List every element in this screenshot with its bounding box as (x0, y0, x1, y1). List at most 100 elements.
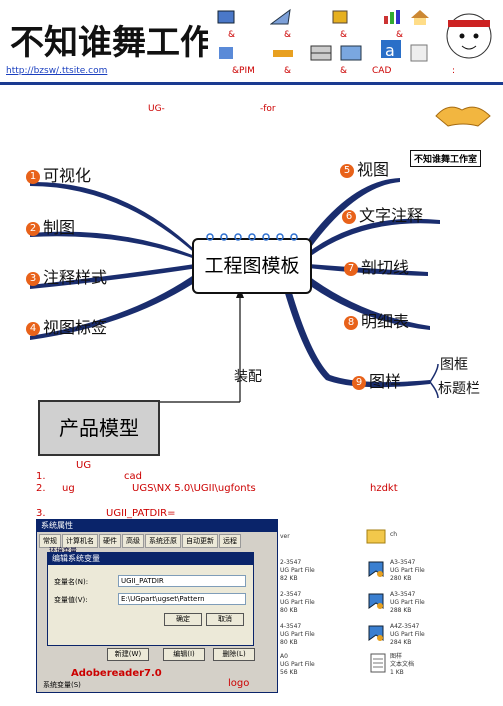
ug-part-file-icon (368, 593, 384, 609)
file-type: UG Part File (390, 631, 425, 638)
product-model-box: 产品模型 (38, 400, 160, 456)
amp-mark: &PIM (232, 66, 255, 76)
amp-mark: & (396, 30, 404, 40)
font-path-text: UGS\NX 5.0\UGII\ugfonts (132, 483, 256, 494)
file-size: 280 KB (390, 575, 412, 582)
node-number: 6 (342, 210, 356, 224)
node-label: 视图 (357, 160, 390, 179)
step-text: hzdkt (370, 483, 398, 494)
folder-name[interactable]: ch (390, 531, 398, 538)
colon-mark: : (452, 66, 456, 76)
ok-button[interactable]: 确定 (164, 613, 202, 626)
tab-hardware[interactable]: 硬件 (99, 534, 121, 548)
logo-note: logo (228, 678, 250, 689)
tab-auto-update[interactable]: 自动更新 (182, 534, 218, 548)
dialog-titlebar: 系统属性 (37, 520, 277, 532)
document-icon (410, 44, 428, 62)
file-type: UG Part File (390, 567, 425, 574)
file-name: A0 (280, 653, 288, 660)
file-size: 56 KB (280, 669, 298, 676)
header-rule (0, 82, 503, 85)
amp-mark: & (284, 66, 292, 76)
amp-mark: & (340, 30, 348, 40)
file-type: UG Part File (280, 631, 315, 638)
mindmap-subnode-title-block: 标题栏 (438, 381, 480, 397)
node-number: 9 (352, 376, 366, 390)
edit-button[interactable]: 编辑(I) (163, 648, 205, 661)
ug-part-file-icon (368, 625, 384, 641)
node-label: 视图标签 (43, 318, 108, 337)
step-text: cad (124, 471, 142, 482)
svg-text:不知谁舞工作室: 不知谁舞工作室 (10, 23, 208, 63)
cube-icon (332, 10, 348, 24)
tab-computer-name[interactable]: 计算机名 (62, 534, 98, 548)
file-type: UG Part File (280, 661, 315, 668)
overlay-red-text: Adobereader7.0 (71, 668, 162, 679)
file-size: 284 KB (390, 639, 412, 646)
delete-button[interactable]: 删除(L) (213, 648, 255, 661)
file-name: A3-3547 (390, 591, 416, 598)
tab-remote[interactable]: 远程 (219, 534, 241, 548)
file-type: 文本文档 (390, 661, 415, 668)
step-number: 2. (36, 483, 46, 494)
svg-text:a: a (385, 41, 395, 58)
file-size: 80 KB (280, 639, 298, 646)
env-vars-title: 环境变量 (49, 547, 77, 555)
ruler-icon (273, 50, 293, 57)
file-name: 2-3547 (280, 591, 302, 598)
subtitle-right: -for (260, 104, 276, 114)
var-name-input[interactable]: UGII_PATDIR (118, 575, 246, 587)
node-label: 剖切线 (361, 258, 410, 277)
node-number: 8 (344, 316, 358, 330)
studio-badge: 不知谁舞工作室 (410, 150, 482, 167)
file-size: 1 KB (390, 669, 404, 676)
file-type: UG Part File (390, 599, 425, 606)
file-size: 82 KB (280, 575, 298, 582)
mindmap-branches (30, 178, 440, 403)
node-label: 图样 (369, 372, 402, 391)
box-icon (217, 10, 235, 24)
letter-a-icon: a (381, 40, 401, 58)
node-number: 4 (26, 322, 40, 336)
node-label: 明细表 (361, 312, 410, 331)
node-number: 2 (26, 222, 40, 236)
var-value-input[interactable]: E:\UGpart\ugset\Pattern (118, 593, 246, 605)
cartoon-avatar-icon (446, 13, 492, 59)
new-button[interactable]: 新建(W) (107, 648, 149, 661)
amp-mark: & (228, 30, 236, 40)
edit-system-variable-dialog: 编辑系统变量 变量名(N): UGII_PATDIR 变量值(V): E:\UG… (47, 552, 254, 646)
column-header-text: ver (280, 533, 290, 540)
file-type: UG Part File (280, 567, 315, 574)
house-icon (411, 10, 429, 25)
system-properties-screenshot: 系统属性 常规 计算机名 硬件 高级 系统还原 自动更新 远程 环境变量 编辑系… (36, 519, 278, 693)
tab-general[interactable]: 常规 (39, 534, 61, 548)
file-name: 图样 (390, 653, 403, 660)
node-number: 7 (344, 262, 358, 276)
node-number: 5 (340, 164, 354, 178)
section-heading: UG (76, 460, 92, 471)
file-type: UG Part File (280, 599, 315, 606)
wing-icon (270, 8, 291, 25)
tab-advanced[interactable]: 高级 (122, 534, 144, 548)
studio-logo-calligraphy: 不知谁舞工作室 (10, 23, 208, 63)
var-value-label: 变量值(V): (54, 596, 88, 604)
spiral-binding-icon (206, 233, 298, 241)
tab-system-restore[interactable]: 系统还原 (145, 534, 181, 548)
var-name-label: 变量名(N): (54, 578, 89, 586)
cancel-button[interactable]: 取消 (206, 613, 244, 626)
ug-part-file-icon (368, 561, 384, 577)
header-icon-strip: a & & & & &PIM & & CAD (210, 0, 440, 82)
site-url-link[interactable]: http://bzsw∕.ttsite.com (6, 66, 108, 76)
